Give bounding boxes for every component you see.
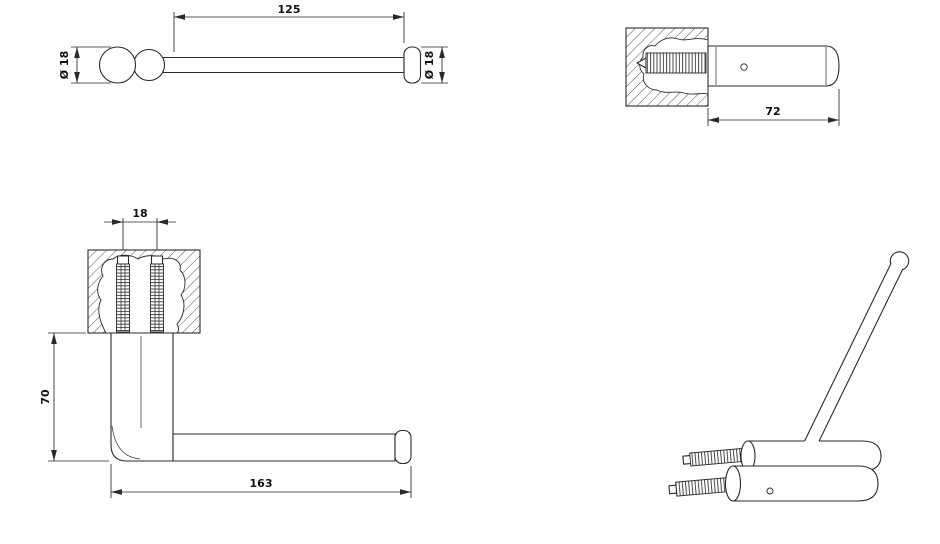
cylinder-end-face (724, 465, 742, 502)
ball-detail-small (132, 48, 166, 82)
dim-dia-right: Ø 18 (423, 51, 436, 80)
view-perspective (668, 251, 910, 502)
dim-projection: 72 (765, 105, 780, 118)
mount-cylinder-lower (732, 465, 879, 502)
anchor-body (116, 263, 130, 333)
arm-end-cap (394, 429, 412, 465)
anchor-head (116, 255, 130, 265)
wall-anchor-left (116, 255, 130, 333)
wall-anchor-lower (668, 476, 737, 497)
dim-drop-height: 70 (39, 389, 52, 405)
set-screw (740, 63, 748, 71)
set-screw (766, 487, 774, 495)
mount-post (110, 332, 174, 462)
wall-anchor-upper (682, 447, 750, 467)
view-front: 18 70 163 (39, 207, 412, 498)
roll-bar (162, 56, 405, 74)
rod-body-fill (799, 263, 903, 458)
view-top: 125 Ø 18 Ø 18 (58, 3, 448, 84)
wall-anchor (645, 52, 707, 74)
anchor-head (150, 255, 164, 265)
holder-arm (172, 433, 396, 462)
dim-dia-left: Ø 18 (58, 51, 71, 80)
dim-overall-length: 163 (250, 477, 273, 490)
rod-edge (818, 268, 904, 442)
dim-bar-length: 125 (278, 3, 301, 16)
wall-anchor-right (150, 255, 164, 333)
view-side: 72 (625, 27, 840, 126)
anchor-body (150, 263, 164, 333)
drill-cavity (97, 254, 186, 334)
anchor-body (689, 447, 750, 467)
dim-anchor-spacing: 18 (132, 207, 147, 220)
mount-cylinder (707, 45, 840, 87)
rod-edge (804, 262, 892, 442)
elbow-arc (111, 425, 141, 460)
bar-end-cap (403, 46, 422, 84)
ball-detail-large (98, 46, 137, 84)
